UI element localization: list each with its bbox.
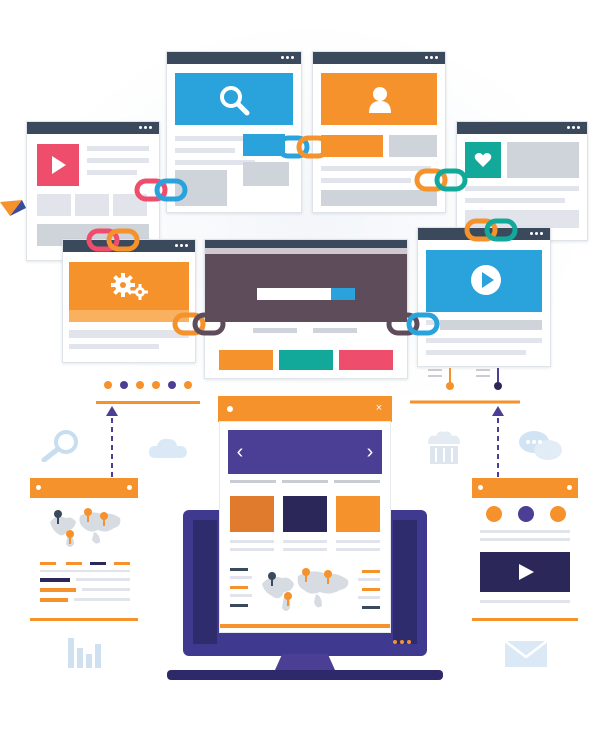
envelope-icon xyxy=(504,640,548,667)
card-header xyxy=(472,478,578,498)
feature-tile[interactable] xyxy=(336,496,380,532)
gears-icon xyxy=(111,273,148,300)
search-icon xyxy=(220,86,250,116)
monitor-screen-page: ‹ › xyxy=(220,422,390,632)
card-header xyxy=(30,478,138,498)
window-titlebar xyxy=(313,52,445,64)
chain-link-icon xyxy=(86,228,140,252)
slider-prev-button[interactable]: ‹ xyxy=(236,441,244,463)
play-icon xyxy=(471,265,501,295)
search-hero xyxy=(175,73,293,125)
page-footer-bar xyxy=(220,624,390,628)
window-titlebar xyxy=(167,52,301,64)
video-hero xyxy=(426,250,542,312)
hero-search-button[interactable] xyxy=(331,288,355,300)
feature-tile[interactable] xyxy=(283,496,327,532)
slider-next-button[interactable]: › xyxy=(366,441,374,463)
chain-link-icon xyxy=(172,312,226,336)
center-titlebar xyxy=(205,240,407,248)
settings-hero xyxy=(69,262,189,310)
window-dots xyxy=(279,56,297,60)
banner-dot xyxy=(227,406,233,412)
favorite-thumb xyxy=(465,142,501,178)
play-icon xyxy=(52,156,66,174)
video-thumb xyxy=(37,144,79,186)
bar-chart-icon xyxy=(68,638,101,668)
window-dots xyxy=(565,126,583,130)
settings-window xyxy=(62,239,196,363)
chain-link-icon xyxy=(414,168,468,192)
monitor-side-right xyxy=(393,520,417,644)
chain-link-icon xyxy=(386,312,440,336)
avatar-dots xyxy=(486,506,566,522)
dashed-arrow-right xyxy=(492,406,504,480)
dashed-arrow-left xyxy=(106,406,118,480)
video-player[interactable] xyxy=(480,552,570,592)
page-slider-banner: ‹ › xyxy=(228,430,382,474)
magnifier-icon xyxy=(41,430,78,462)
favorite-window xyxy=(456,121,588,241)
map-card-left xyxy=(30,478,138,622)
monitor-indicators xyxy=(393,640,413,646)
profile-hero xyxy=(321,73,437,125)
shop-icon xyxy=(428,431,460,464)
window-titlebar xyxy=(27,122,159,134)
world-map-icon xyxy=(262,568,349,611)
window-dots xyxy=(423,56,441,60)
dot-row-left xyxy=(104,381,192,389)
video-card-right xyxy=(472,478,578,622)
monitor-neck xyxy=(275,654,335,670)
center-hero xyxy=(205,248,407,322)
chat-bubbles-icon xyxy=(519,431,562,460)
banner-close-button[interactable]: × xyxy=(375,402,383,414)
hero-stripe xyxy=(205,248,407,254)
chain-link-icon xyxy=(134,178,188,202)
center-banner: × xyxy=(218,396,392,422)
chain-link-icon xyxy=(276,135,330,159)
user-icon xyxy=(369,87,391,113)
monitor-side-left xyxy=(193,520,217,644)
play-icon xyxy=(519,564,534,580)
brand-logo-partial xyxy=(0,200,26,216)
window-titlebar xyxy=(457,122,587,134)
hero-search-field[interactable] xyxy=(257,288,331,300)
window-dots xyxy=(528,232,546,236)
center-search-window xyxy=(204,239,408,379)
chain-link-icon xyxy=(464,218,518,242)
window-dots xyxy=(137,126,155,130)
window-dots xyxy=(173,244,191,248)
search-window xyxy=(166,51,302,213)
profile-window xyxy=(312,51,446,213)
world-map-icon xyxy=(50,508,121,547)
feature-tile[interactable] xyxy=(230,496,274,532)
monitor-base xyxy=(167,670,443,680)
cloud-icon xyxy=(148,438,187,458)
heart-icon xyxy=(474,153,492,167)
pin-connectors-right xyxy=(410,368,520,404)
video-window-right xyxy=(417,227,551,367)
connector-line xyxy=(96,401,200,404)
